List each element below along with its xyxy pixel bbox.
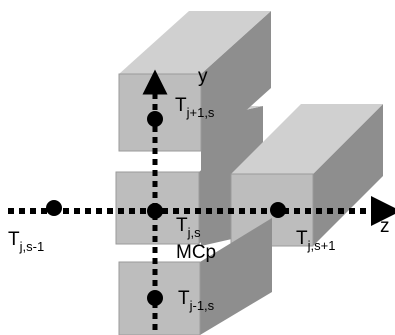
label-t-top-sub: j+1,s	[186, 105, 215, 120]
node-dot-center	[147, 203, 163, 219]
label-mcp: MCp	[176, 242, 216, 263]
label-t-left-sub: j,s-1	[19, 239, 45, 254]
label-t-bottom: Tj-1,s	[178, 288, 215, 313]
node-dot-bottom	[147, 290, 163, 306]
node-dot-right	[270, 202, 286, 218]
label-t-center-sub: j,s	[187, 225, 202, 240]
label-t-left: Tj,s-1	[8, 229, 44, 254]
label-t-top-base: T	[175, 95, 187, 116]
label-t-center-base: T	[176, 215, 188, 236]
y-axis-label: y	[198, 66, 208, 87]
block-bottom-side	[200, 218, 272, 335]
block-top-top	[119, 11, 271, 74]
label-t-top: Tj+1,s	[175, 95, 215, 120]
label-t-bottom-base: T	[178, 288, 190, 309]
block-center-side	[199, 132, 245, 244]
block-right-top	[231, 104, 383, 174]
cell-block-top	[118, 11, 271, 152]
label-t-right: Tj,s+1	[296, 228, 335, 253]
label-t-left-base: T	[8, 229, 20, 250]
block-top-side	[201, 11, 271, 151]
node-dot-left	[46, 200, 62, 216]
z-axis-label: z	[380, 216, 390, 237]
label-t-bottom-sub: j-1,s	[189, 298, 215, 313]
label-t-right-sub: j,s+1	[307, 238, 336, 253]
node-dot-top	[147, 111, 163, 127]
label-t-right-base: T	[296, 228, 308, 249]
label-t-center: Tj,s	[176, 215, 201, 240]
